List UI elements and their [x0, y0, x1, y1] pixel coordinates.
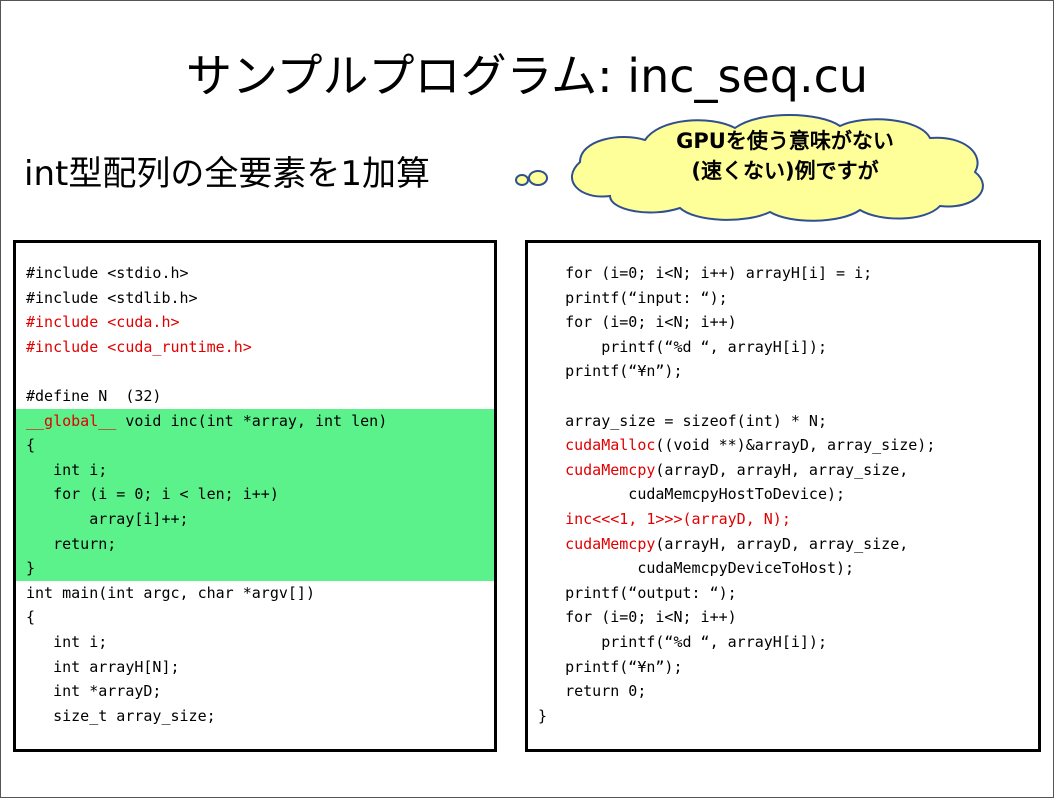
bubble-dot-medium	[528, 170, 548, 186]
code-block-right: for (i=0; i<N; i++) arrayH[i] = i; print…	[528, 261, 1038, 728]
code-token: printf(“¥n”);	[538, 657, 683, 676]
code-line-highlighted: return;	[16, 531, 494, 557]
code-token: printf(“input: “);	[538, 288, 728, 307]
code-token: int i;	[26, 460, 108, 479]
code-line: cudaMemcpyHostToDevice);	[528, 482, 1038, 507]
code-panel-right: for (i=0; i<N; i++) arrayH[i] = i; print…	[525, 240, 1041, 752]
cloud-shape	[515, 114, 984, 222]
code-line: {	[16, 605, 494, 630]
code-token: (arrayH, arrayD, array_size,	[655, 534, 909, 553]
code-token: #include <stdio.h>	[26, 264, 189, 282]
code-token-cuda: inc<<<1, 1>>>(arrayD, N);	[565, 509, 791, 528]
code-line-highlighted: for (i = 0; i < len; i++)	[16, 482, 494, 507]
code-token: }	[538, 706, 548, 725]
code-line: inc<<<1, 1>>>(arrayD, N);	[528, 507, 1038, 532]
code-token: for (i=0; i<N; i++)	[538, 313, 737, 332]
code-line: printf(“input: “);	[528, 286, 1038, 311]
code-token: ((void **)&arrayD, array_size);	[655, 436, 936, 455]
code-token	[538, 436, 565, 454]
code-token-cuda: cudaMalloc	[565, 436, 656, 455]
code-line-highlighted: }	[16, 556, 494, 581]
thought-bubble-callout: GPUを使う意味がない (速くない)例ですが	[510, 110, 1054, 222]
code-line: printf(“¥n”);	[528, 655, 1038, 680]
code-token: int arrayH[N];	[26, 657, 180, 676]
code-token: printf(“%d “, arrayH[i]);	[538, 632, 827, 651]
code-token: printf(“¥n”);	[538, 362, 683, 381]
code-line: int main(int argc, char *argv[])	[16, 581, 494, 606]
code-token: for (i=0; i<N; i++) arrayH[i] = i;	[538, 264, 873, 282]
callout-line-1: GPUを使う意味がない	[676, 129, 894, 153]
code-token-cuda: #include <cuda.h>	[26, 313, 180, 332]
code-line-highlighted: array[i]++;	[16, 506, 494, 532]
code-line: cudaMemcpy(arrayD, arrayH, array_size,	[528, 458, 1038, 483]
code-line-highlighted: {	[16, 433, 494, 458]
code-line: for (i=0; i<N; i++) arrayH[i] = i;	[528, 261, 1038, 286]
code-token	[538, 461, 565, 479]
callout-text: GPUを使う意味がない (速くない)例ですが	[625, 126, 945, 186]
code-line: return 0;	[528, 679, 1038, 704]
code-token	[538, 535, 565, 553]
code-token-cuda: cudaMemcpy	[565, 534, 656, 553]
code-token-cuda: cudaMemcpy	[565, 460, 656, 479]
code-token: cudaMemcpyDeviceToHost);	[538, 559, 855, 578]
code-token: int i;	[26, 632, 108, 651]
code-line: cudaMalloc((void **)&arrayD, array_size)…	[528, 433, 1038, 458]
code-line: #include <cuda.h>	[16, 310, 494, 335]
code-line: #include <stdlib.h>	[16, 286, 494, 311]
code-token: printf(“output: “);	[538, 583, 737, 602]
code-token: void inc(int *array, int len)	[116, 411, 388, 430]
code-line: int i;	[16, 630, 494, 655]
code-token: {	[26, 608, 36, 627]
code-line: printf(“output: “);	[528, 581, 1038, 606]
code-line: array_size = sizeof(int) * N;	[528, 409, 1038, 434]
code-line-highlighted: __global__ void inc(int *array, int len)	[16, 408, 494, 434]
code-token: cudaMemcpyHostToDevice);	[538, 485, 846, 504]
bubble-dot-small	[515, 174, 529, 186]
code-line: printf(“¥n”);	[528, 359, 1038, 384]
code-line: int arrayH[N];	[16, 655, 494, 680]
code-token: }	[26, 559, 36, 578]
code-token: array[i]++;	[26, 509, 189, 528]
code-line: cudaMemcpyDeviceToHost);	[528, 556, 1038, 581]
code-token-cuda: #include <cuda_runtime.h>	[26, 337, 252, 356]
code-line: #define N (32)	[16, 384, 494, 409]
code-token: return 0;	[538, 682, 647, 701]
code-line: #include <cuda_runtime.h>	[16, 335, 494, 360]
code-line: }	[528, 704, 1038, 729]
code-token: (arrayD, arrayH, array_size,	[655, 460, 909, 479]
slide-title: サンプルプログラム: inc_seq.cu	[185, 49, 869, 103]
code-token: printf(“%d “, arrayH[i]);	[538, 337, 827, 356]
code-line: for (i=0; i<N; i++)	[528, 310, 1038, 335]
code-token: for (i = 0; i < len; i++)	[26, 485, 279, 504]
slide-subtitle: int型配列の全要素を1加算	[24, 154, 430, 194]
code-token: size_t array_size;	[26, 706, 216, 725]
code-line: printf(“%d “, arrayH[i]);	[528, 335, 1038, 360]
code-token: {	[26, 436, 36, 455]
code-line: #include <stdio.h>	[16, 261, 494, 286]
code-line: size_t array_size;	[16, 704, 494, 729]
code-block-left: #include <stdio.h> #include <stdlib.h> #in…	[16, 261, 494, 728]
code-line: int *arrayD;	[16, 679, 494, 704]
code-panel-left: #include <stdio.h> #include <stdlib.h> #in…	[13, 240, 497, 752]
code-token-cuda: __global__	[26, 411, 117, 430]
code-line: for (i=0; i<N; i++)	[528, 605, 1038, 630]
code-token: for (i=0; i<N; i++)	[538, 608, 737, 627]
code-line	[16, 359, 494, 384]
code-line: printf(“%d “, arrayH[i]);	[528, 630, 1038, 655]
code-token: #include <stdlib.h>	[26, 288, 198, 307]
cloud-outline	[570, 114, 984, 222]
code-token: int main(int argc, char *argv[])	[26, 583, 315, 602]
code-token: int *arrayD;	[26, 682, 162, 701]
code-line	[528, 384, 1038, 409]
code-token: return;	[26, 534, 117, 553]
code-line-highlighted: int i;	[16, 457, 494, 483]
callout-line-2: (速くない)例ですが	[691, 159, 879, 183]
code-token: array_size = sizeof(int) * N;	[538, 411, 827, 430]
code-token: #define N (32)	[26, 386, 162, 405]
code-token	[538, 510, 565, 528]
code-line: cudaMemcpy(arrayH, arrayD, array_size,	[528, 532, 1038, 557]
